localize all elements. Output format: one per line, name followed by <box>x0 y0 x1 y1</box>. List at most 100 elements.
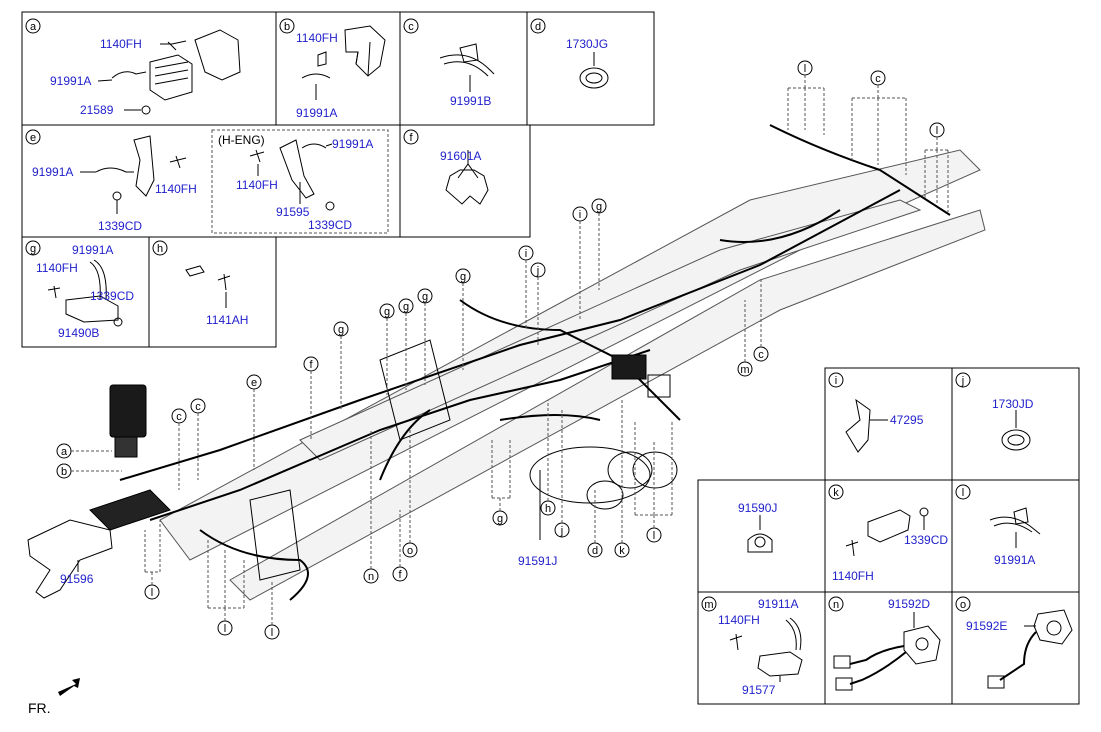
svg-text:h: h <box>157 243 163 255</box>
callout-i-2: i <box>572 206 588 320</box>
inset-grid-top-left <box>21 11 655 348</box>
wiring-harness <box>89 124 951 601</box>
svg-text:k: k <box>619 545 625 557</box>
svg-text:91991A: 91991A <box>50 74 91 88</box>
bracket-shape <box>194 29 241 81</box>
svg-text:21589: 21589 <box>80 103 114 117</box>
inset-panel-e: e 91991A 1140FH 1339CD (H-ENG) 91991A 11… <box>25 129 373 233</box>
callout-a: a <box>56 443 112 459</box>
svg-text:1140FH: 1140FH <box>100 37 142 51</box>
svg-text:o: o <box>960 599 966 611</box>
svg-text:a: a <box>30 21 37 33</box>
callout-g-4: g <box>417 288 433 385</box>
callout-e: e <box>246 374 262 470</box>
inset-panel-n: n 91592D <box>828 596 941 691</box>
inset-panel-i: i 47295 <box>828 372 924 453</box>
callout-g-6: g <box>591 198 607 290</box>
callout-g-1: g <box>333 321 349 410</box>
svg-text:i: i <box>579 209 581 221</box>
svg-text:91991A: 91991A <box>296 106 337 120</box>
callout-k: k <box>614 400 630 558</box>
svg-text:91991A: 91991A <box>332 137 373 151</box>
svg-text:1140FH: 1140FH <box>296 31 338 45</box>
svg-text:j: j <box>536 265 539 277</box>
svg-text:l: l <box>271 627 273 639</box>
svg-text:d: d <box>592 545 598 557</box>
svg-text:f: f <box>398 569 402 581</box>
svg-text:f: f <box>309 359 313 371</box>
callout-c-mid-3: c <box>753 280 769 362</box>
svg-text:l: l <box>151 587 153 599</box>
svg-text:f: f <box>409 132 413 144</box>
svg-text:91590J: 91590J <box>738 501 777 515</box>
svg-text:1730JG: 1730JG <box>566 37 608 51</box>
svg-text:j: j <box>560 525 563 537</box>
svg-text:g: g <box>30 243 36 255</box>
svg-text:c: c <box>408 21 414 33</box>
callout-n: n <box>363 430 379 584</box>
svg-text:1140FH: 1140FH <box>36 261 78 275</box>
callout-g-2: g <box>379 303 395 395</box>
svg-text:o: o <box>407 545 413 557</box>
svg-text:l: l <box>936 125 938 137</box>
svg-text:91577: 91577 <box>742 683 776 697</box>
inset-panel-l: l 91991A <box>955 484 1041 567</box>
chassis-frame <box>159 149 986 601</box>
svg-text:91991A: 91991A <box>32 165 73 179</box>
callout-c-top: c <box>851 70 907 175</box>
svg-text:g: g <box>338 324 344 336</box>
svg-text:91592E: 91592E <box>966 619 1007 633</box>
svg-text:c: c <box>176 411 182 423</box>
svg-text:n: n <box>368 571 374 583</box>
svg-text:g: g <box>384 306 390 318</box>
callout-l-top-1: l <box>787 60 825 135</box>
svg-text:l: l <box>224 623 226 635</box>
inset-panel-a: a 1140FH 91991A 21589 <box>25 18 241 117</box>
callout-f-top: f <box>303 356 319 440</box>
svg-text:l: l <box>962 487 964 499</box>
svg-text:1339CD: 1339CD <box>98 219 142 233</box>
svg-text:a: a <box>61 446 68 458</box>
front-arrow-icon <box>58 678 80 696</box>
svg-text:j: j <box>961 375 964 387</box>
svg-text:g: g <box>460 271 466 283</box>
callout-g-3: g <box>398 298 414 390</box>
svg-text:91591J: 91591J <box>518 554 557 568</box>
callout-l-bottom-1: l <box>144 520 161 600</box>
svg-text:1140FH: 1140FH <box>718 613 760 627</box>
svg-text:91911A: 91911A <box>758 597 798 611</box>
inset-panel-91590j: 91590J <box>738 501 777 553</box>
label-91591j: 91591J <box>518 470 557 568</box>
callout-j-bottom: j <box>554 410 570 538</box>
inset-panel-o: o 91592E <box>955 596 1073 689</box>
svg-text:c: c <box>758 349 764 361</box>
callout-g-bottom: g <box>491 440 511 526</box>
inset-panel-h: h 1141AH <box>152 240 248 327</box>
callout-l-bottom-3: l <box>264 580 280 640</box>
junction-box <box>109 384 147 458</box>
svg-text:91490B: 91490B <box>58 326 99 340</box>
svg-text:l: l <box>804 63 806 75</box>
inset-panel-c: c 91991B <box>403 18 495 108</box>
svg-text:g: g <box>403 301 409 313</box>
inset-panel-d: d 1730JG <box>530 18 609 89</box>
svg-text:1140FH: 1140FH <box>832 569 874 583</box>
callout-l-bottom-2: l <box>207 540 245 636</box>
svg-text:91991A: 91991A <box>994 553 1035 567</box>
svg-text:1140FH: 1140FH <box>155 182 197 196</box>
svg-text:n: n <box>833 599 839 611</box>
svg-text:e: e <box>30 132 36 144</box>
inset-panel-k: k 1339CD 1140FH <box>828 484 948 583</box>
inset-panel-b: b 1140FH 91991A <box>279 18 386 120</box>
callout-f-bottom: f <box>392 510 408 582</box>
callout-c-mid-2: c <box>190 398 206 480</box>
svg-text:91991A: 91991A <box>72 243 113 257</box>
svg-text:k: k <box>833 487 839 499</box>
svg-text:1339CD: 1339CD <box>904 533 948 547</box>
inset-panel-m: m 91911A 1140FH 91577 <box>701 596 803 697</box>
svg-text:91991B: 91991B <box>450 94 491 108</box>
callout-c-mid-1: c <box>171 408 187 490</box>
inset-grid-bottom-right <box>697 367 1080 705</box>
